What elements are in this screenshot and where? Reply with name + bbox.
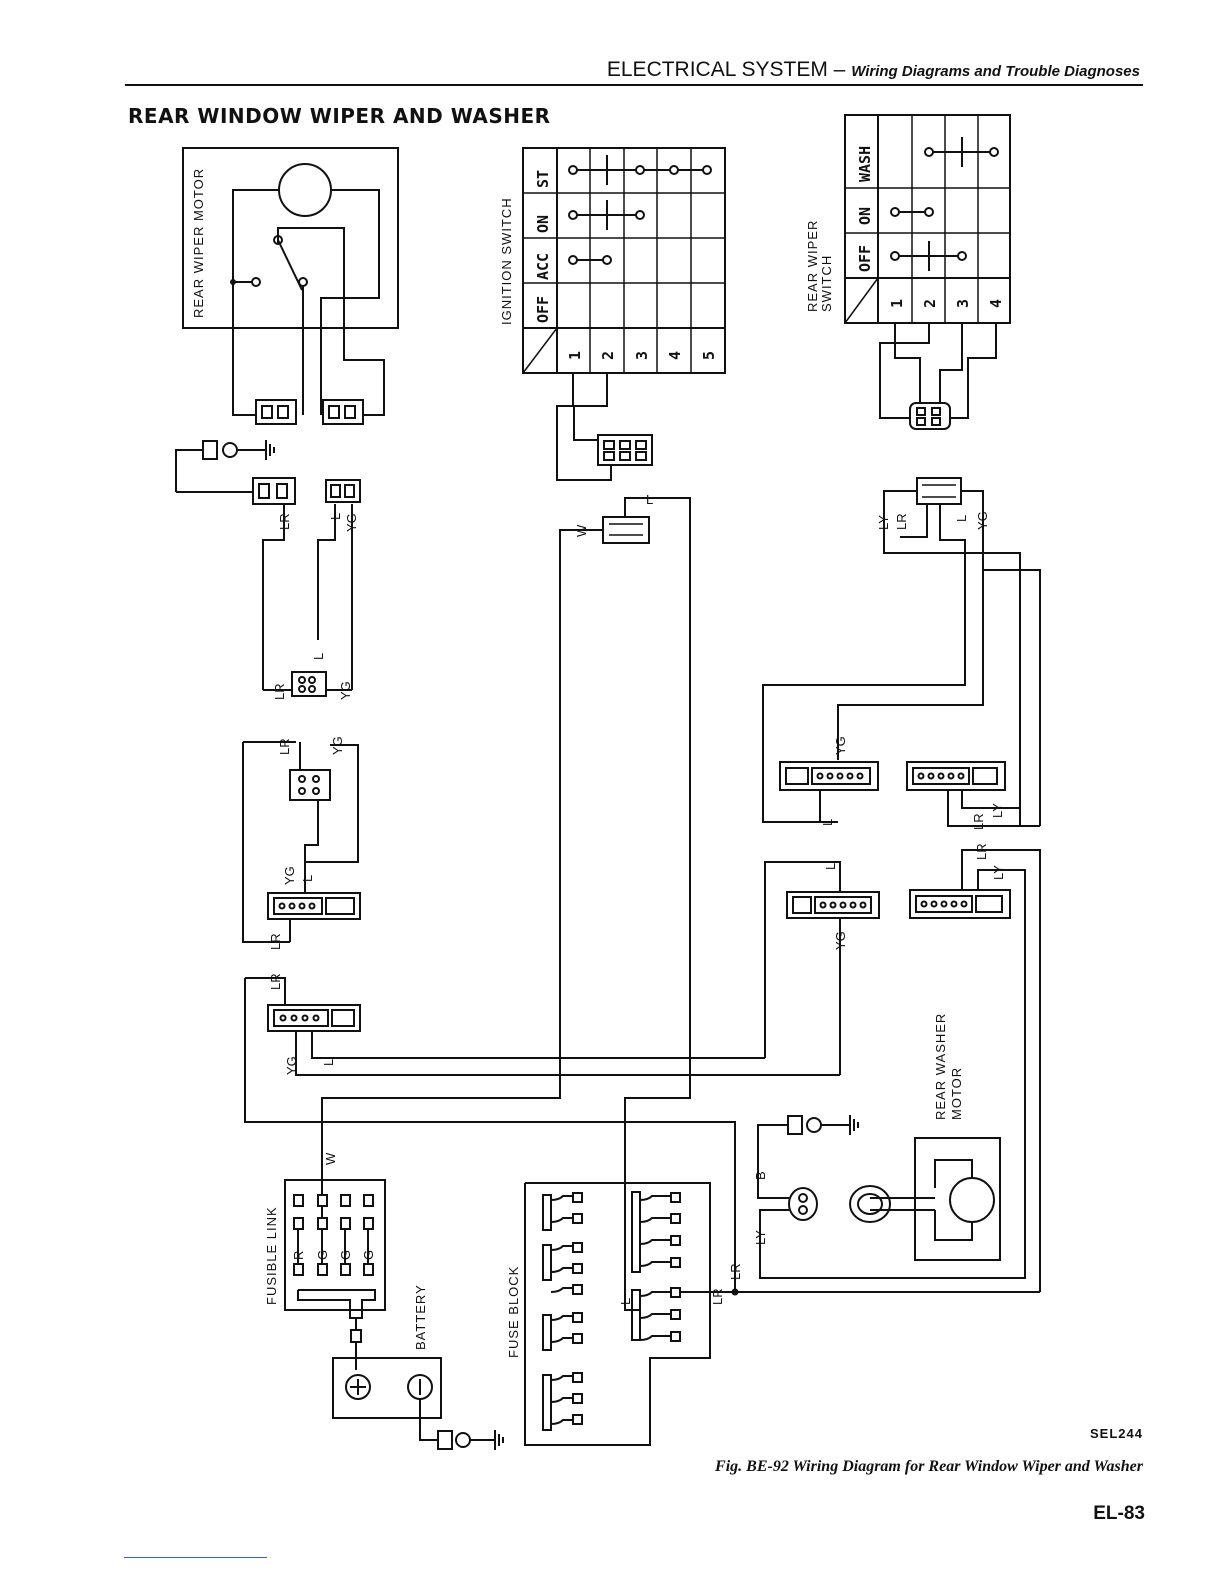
wire-yg-6: YG — [975, 511, 990, 530]
battery-label: BATTERY — [413, 1284, 428, 1350]
rear-washer-motor-label-1: REAR WASHER — [933, 1013, 948, 1120]
wire-yg-8: YG — [833, 931, 848, 950]
connector-cluster-left: LR YG YG L LR — [242, 736, 361, 950]
rear-wiper-switch-label-2: SWITCH — [819, 255, 834, 312]
wire-ly-1: LY — [876, 515, 891, 530]
connector-ignition-harness: W L — [321, 492, 691, 1290]
wire-lr-4: LR — [268, 933, 283, 950]
wire-lr-9: LR — [710, 1288, 725, 1305]
rear-wiper-motor-label: REAR WIPER MOTOR — [191, 168, 206, 318]
rws-term-2: 2 — [921, 299, 939, 308]
wire-lr-10: LR — [728, 1263, 743, 1280]
battery: BATTERY — [332, 1284, 504, 1450]
ign-term-4: 4 — [666, 351, 684, 360]
wire-yg-5: YG — [284, 1056, 299, 1075]
ign-term-5: 5 — [700, 351, 718, 360]
connector-motor-harness: LR L YG L — [176, 477, 361, 690]
wire-l-6: L — [954, 515, 969, 522]
fusible-link: FUSIBLE LINK W R G G G — [264, 1150, 386, 1370]
wire-l-9: L — [618, 1298, 633, 1305]
wire-l-5: L — [646, 492, 653, 507]
connector-bottom-left: LR YG L — [244, 973, 840, 1290]
wire-b-1: B — [753, 1171, 768, 1180]
wire-lr-2: LR — [272, 683, 287, 700]
figure-code: SEL244 — [1090, 1426, 1143, 1441]
fuse-group-left — [542, 1192, 583, 1431]
ign-term-3: 3 — [633, 351, 651, 360]
wire-yg-3: YG — [330, 736, 345, 755]
connector-mid-left: LR YG — [263, 671, 353, 700]
fuse-group-right — [631, 1191, 681, 1342]
washer-motor-icon — [949, 1177, 995, 1223]
fl-g-3: G — [361, 1250, 376, 1260]
header-dash: – — [827, 58, 852, 81]
ign-term-2: 2 — [599, 351, 617, 360]
fl-b-r: R — [291, 1251, 306, 1260]
rear-wiper-switch: REAR WIPER SWITCH WASH ON OFF 1 2 3 4 — [805, 114, 1011, 430]
section-title: REAR WINDOW WIPER AND WASHER — [128, 104, 551, 128]
fuse-block-label: FUSE BLOCK — [506, 1266, 521, 1358]
ignition-switch: IGNITION SWITCH ST ON ACC OFF 1 2 3 4 5 — [499, 147, 726, 481]
wire-lr-5: LR — [268, 973, 283, 990]
wiper-motor-armature-icon — [278, 163, 332, 217]
wire-yg-7: YG — [833, 736, 848, 755]
wire-w-2: W — [323, 1152, 338, 1165]
page-number: EL-83 — [1093, 1503, 1145, 1524]
ign-pos-on: ON — [534, 215, 552, 233]
wire-l-2: L — [311, 653, 326, 660]
fuse-block: FUSE BLOCK — [506, 1182, 1040, 1446]
wire-lr-6: LR — [894, 513, 909, 530]
header-title: ELECTRICAL SYSTEM – Wiring Diagrams and … — [530, 58, 1140, 82]
connector-switch-harness: LY LR L YG — [762, 477, 1041, 826]
ign-pos-acc: ACC — [534, 253, 552, 280]
wire-lr-3: LR — [277, 738, 292, 755]
ign-pos-off: OFF — [534, 296, 552, 323]
header-rule — [125, 84, 1143, 86]
rws-term-3: 3 — [954, 299, 972, 308]
header-main: ELECTRICAL SYSTEM — [606, 58, 828, 81]
ign-term-1: 1 — [566, 351, 584, 360]
battery-positive-icon — [345, 1374, 371, 1400]
wire-l-7: L — [820, 819, 835, 826]
figure-caption: Fig. BE-92 Wiring Diagram for Rear Windo… — [715, 1458, 1143, 1475]
rear-wiper-motor: REAR WIPER MOTOR — [182, 147, 399, 425]
wire-lr-7: LR — [971, 813, 986, 830]
fusible-link-label: FUSIBLE LINK — [264, 1206, 279, 1305]
rws-pos-wash: WASH — [856, 146, 874, 182]
wire-lr-8: LR — [974, 843, 989, 860]
rws-pos-off: OFF — [856, 245, 874, 272]
rws-term-1: 1 — [888, 299, 906, 308]
rws-pos-on: ON — [856, 207, 874, 225]
fl-g-1: G — [315, 1250, 330, 1260]
wire-l-3: L — [300, 875, 315, 882]
header-subtitle: Wiring Diagrams and Trouble Diagnoses — [851, 63, 1140, 80]
ignition-switch-label: IGNITION SWITCH — [499, 197, 514, 325]
ign-pos-st: ST — [534, 170, 552, 188]
ground-wiper — [175, 440, 275, 492]
wire-l-8: L — [823, 863, 838, 870]
wire-ly-4: LY — [753, 1230, 768, 1245]
fusible-link-elements: R G G G — [291, 1194, 376, 1276]
wire-yg-4: YG — [282, 866, 297, 885]
wire-ly-2: LY — [990, 803, 1005, 818]
connector-cluster-right-upper: YG L LR LY LR — [779, 736, 1040, 860]
wire-ly-3: LY — [991, 865, 1006, 880]
rear-wiper-switch-label-1: REAR WIPER — [805, 220, 820, 312]
connector-cluster-right-lower: L YG LY — [759, 849, 1041, 1292]
rear-washer-motor: REAR WASHER MOTOR LY B — [753, 1013, 1001, 1261]
rws-term-4: 4 — [987, 299, 1005, 308]
wire-l-4: L — [321, 1059, 336, 1066]
rear-washer-motor-label-2: MOTOR — [949, 1067, 964, 1120]
footer-link-line[interactable] — [124, 1557, 267, 1558]
fl-g-2: G — [338, 1250, 353, 1260]
